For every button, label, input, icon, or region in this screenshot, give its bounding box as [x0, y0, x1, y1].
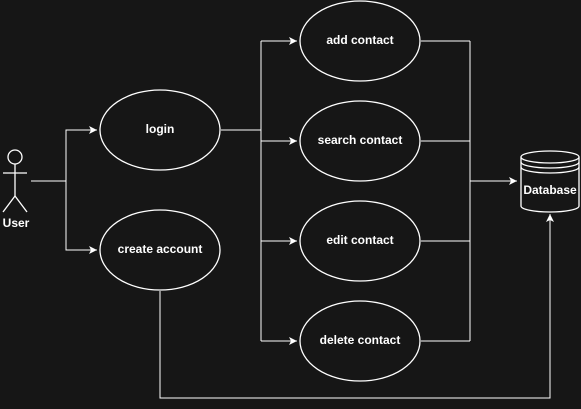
connectors	[31, 37, 554, 399]
use-case-login-label: login	[146, 122, 175, 136]
use-case-delete-contact-label: delete contact	[320, 333, 401, 347]
use-case-search-contact[interactable]: search contact	[299, 100, 421, 182]
use-case-create-account-label: create account	[118, 242, 203, 256]
actor-right-leg	[14, 195, 28, 213]
actor-label: User	[3, 216, 30, 230]
user-actor[interactable]	[2, 149, 28, 213]
actor-head	[7, 149, 23, 165]
use-case-search-contact-label: search contact	[318, 133, 403, 147]
use-case-add-contact[interactable]: add contact	[299, 0, 421, 82]
edge-user-login	[31, 126, 97, 182]
use-case-login[interactable]: login	[99, 89, 221, 171]
use-case-delete-contact[interactable]: delete contact	[299, 300, 421, 382]
use-case-edit-contact-label: edit contact	[326, 233, 393, 247]
edge-user-create-account	[65, 181, 97, 254]
use-case-create-account[interactable]: create account	[99, 209, 221, 291]
actor-left-leg	[2, 195, 16, 213]
edge-create-account-database	[159, 214, 554, 399]
database-label: Database	[523, 183, 577, 197]
use-case-edit-contact[interactable]: edit contact	[299, 200, 421, 282]
use-case-add-contact-label: add contact	[326, 33, 393, 47]
database-icon[interactable]	[520, 150, 580, 213]
